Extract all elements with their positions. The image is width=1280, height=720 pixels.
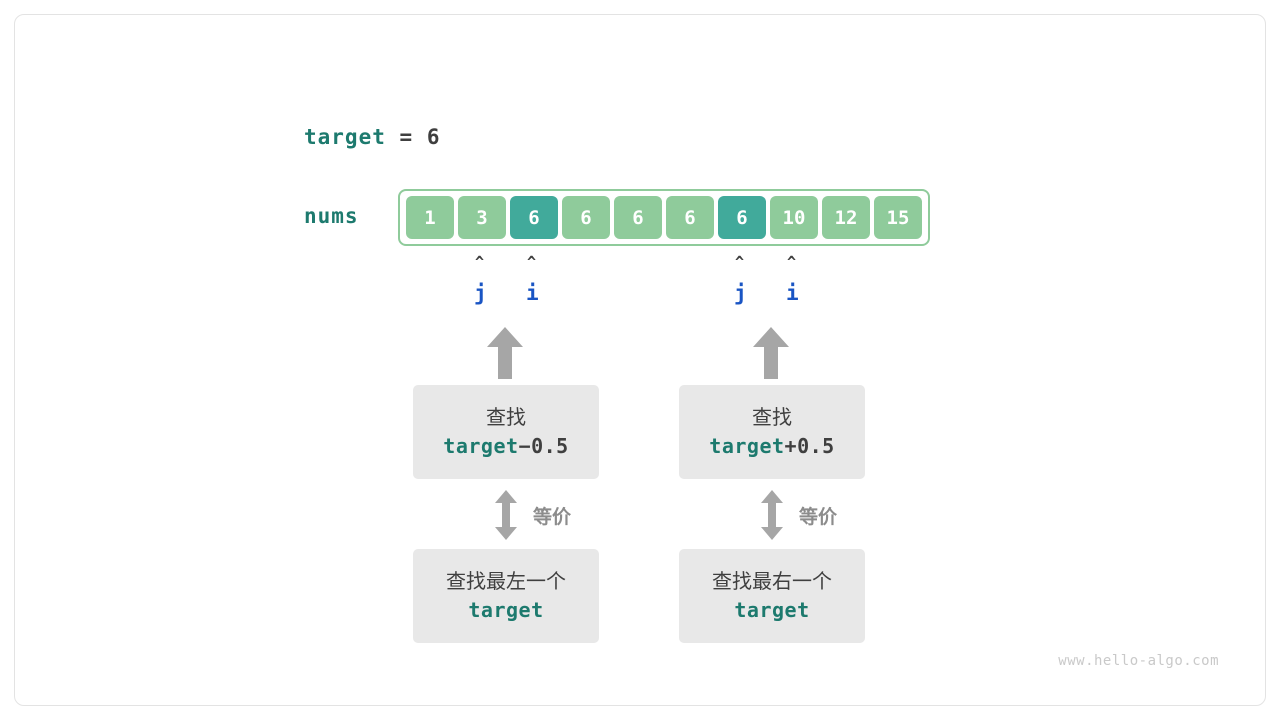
pointer-label-i: i: [526, 281, 539, 305]
up-arrow-right: [753, 327, 789, 379]
left-top-box-term: target: [443, 434, 519, 458]
array-cell: 1: [406, 196, 454, 239]
right-top-box-line1: 查找: [752, 405, 792, 429]
array-cell: 12: [822, 196, 870, 239]
pointer-caret: ^: [475, 253, 485, 271]
array-cell: 6: [614, 196, 662, 239]
array-cell: 3: [458, 196, 506, 239]
right-top-box: 查找 target+0.5: [679, 385, 865, 479]
right-top-box-operator: +: [784, 434, 798, 458]
left-top-box-expression: target−0.5: [443, 431, 568, 461]
left-equivalence-arrow: [495, 490, 517, 540]
right-top-box-expression: target+0.5: [709, 431, 834, 461]
pointer-caret: ^: [735, 253, 745, 271]
pointer-label-j: j: [474, 281, 487, 305]
left-bottom-box-line2: target: [468, 598, 544, 622]
right-top-box-term: target: [709, 434, 785, 458]
nums-label: nums: [304, 204, 359, 228]
array-cell: 6: [562, 196, 610, 239]
left-top-box: 查找 target−0.5: [413, 385, 599, 479]
pointer-caret: ^: [787, 253, 797, 271]
right-bottom-box-line1: 查找最右一个: [712, 569, 832, 593]
left-equivalence-label: 等价: [533, 506, 572, 528]
array-cell: 6: [666, 196, 714, 239]
array-cell: 6: [718, 196, 766, 239]
target-value: 6: [426, 125, 441, 149]
pointer-label-i: i: [786, 281, 799, 305]
right-top-box-operand: 0.5: [797, 434, 835, 458]
pointer-label-j: j: [734, 281, 747, 305]
target-keyword: target: [304, 125, 386, 149]
target-equals-sign: =: [399, 125, 414, 149]
left-top-box-operator: −: [518, 434, 532, 458]
right-equivalence-label: 等价: [799, 506, 838, 528]
array-cell: 15: [874, 196, 922, 239]
up-arrow-left: [487, 327, 523, 379]
right-equivalence-arrow: [761, 490, 783, 540]
watermark: www.hello-algo.com: [1058, 653, 1219, 669]
array-cell: 10: [770, 196, 818, 239]
target-declaration: target = 6: [304, 125, 440, 149]
left-bottom-box: 查找最左一个 target: [413, 549, 599, 643]
left-bottom-box-line1: 查找最左一个: [446, 569, 566, 593]
array-cell: 6: [510, 196, 558, 239]
right-bottom-box-line2: target: [734, 598, 810, 622]
left-top-box-line1: 查找: [486, 405, 526, 429]
pointer-caret: ^: [527, 253, 537, 271]
left-top-box-operand: 0.5: [531, 434, 569, 458]
right-bottom-box: 查找最右一个 target: [679, 549, 865, 643]
